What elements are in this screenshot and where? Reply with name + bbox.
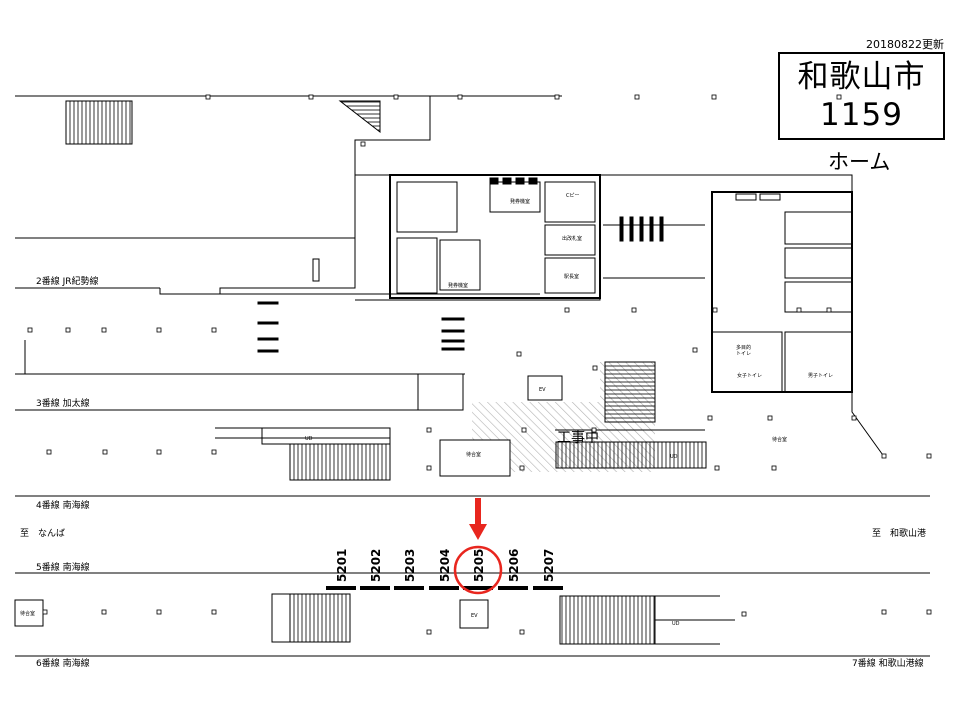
room-labels: 発券機室 発券機室 Cピー 出改札室 駅長室 多目的トイレ 女子トイレ 男子トイ…	[20, 193, 833, 627]
direction-right: 至 和歌山港	[872, 527, 926, 539]
ad-spot-label-5203: 5203	[403, 549, 417, 582]
ad-spot-5201[interactable]: 5201	[326, 549, 356, 590]
room-women-toilet: 女子トイレ	[737, 372, 762, 379]
room-gate: 出改札室	[562, 235, 582, 242]
toilet-building	[600, 174, 886, 459]
direction-labels: 至 なんば 至 和歌山港	[20, 527, 926, 539]
ad-spot-5205[interactable]: 5205	[463, 549, 493, 590]
track-label-2: 2番線 JR紀勢線	[36, 275, 99, 287]
upper-platform-structure	[15, 95, 562, 411]
room-ticket-office: 発券機室	[510, 198, 530, 205]
room-ud-2: UD	[670, 454, 678, 460]
room-waiting-2: 待合室	[20, 610, 35, 617]
ad-spot-5206[interactable]: 5206	[498, 549, 528, 590]
room-station-office: 駅長室	[564, 273, 579, 280]
station-code: 1159	[820, 97, 903, 133]
construction-label: 工事中	[557, 430, 599, 446]
ad-spot-5202[interactable]: 5202	[360, 549, 390, 590]
direction-left: 至 なんば	[20, 528, 65, 539]
lower-platforms	[14, 495, 930, 657]
track-label-4: 4番線 南海線	[36, 499, 90, 511]
station-building	[355, 174, 705, 301]
ad-spot-label-5204: 5204	[438, 549, 452, 582]
track-label-5: 5番線 南海線	[36, 561, 90, 573]
floor-label: ホーム	[828, 150, 891, 174]
room-men-toilet: 男子トイレ	[808, 372, 833, 379]
ad-spot-5203[interactable]: 5203	[394, 549, 424, 590]
room-waiting-1: 待合室	[466, 451, 481, 458]
ad-spot-5207[interactable]: 5207	[533, 549, 563, 590]
room-ev-2: EV	[471, 613, 478, 619]
room-ud-3: UD	[672, 621, 680, 627]
room-ticket-office-2: 発券機室	[448, 282, 468, 289]
ad-spots[interactable]: 5201 5202 5203 5204 5205 5206 5207	[326, 549, 563, 590]
room-ev-1: EV	[539, 387, 546, 393]
ad-spot-label-5202: 5202	[369, 549, 383, 582]
room-copy: Cピー	[566, 193, 580, 199]
highlight-arrow-head	[469, 524, 487, 540]
room-waiting-3: 待合室	[772, 436, 787, 443]
highlight-arrow-shaft	[475, 498, 481, 526]
ad-spot-label-5201: 5201	[335, 549, 349, 582]
ad-spot-label-5207: 5207	[542, 549, 556, 582]
ad-spot-label-5206: 5206	[507, 549, 521, 582]
room-multipurpose-toilet: 多目的トイレ	[736, 344, 751, 357]
update-date: 20180822更新	[866, 38, 944, 51]
track-labels: 2番線 JR紀勢線 3番線 加太線 4番線 南海線 5番線 南海線 6番線 南海…	[36, 275, 924, 669]
track-label-7: 7番線 和歌山港線	[852, 657, 924, 669]
construction-area	[439, 361, 707, 477]
highlight-circle	[453, 545, 503, 595]
track-label-3: 3番線 加太線	[36, 397, 90, 409]
ad-spot-5204[interactable]: 5204	[429, 549, 459, 590]
ad-spot-label-5205: 5205	[472, 549, 486, 582]
station-name: 和歌山市	[797, 59, 926, 95]
highlight-marker	[453, 498, 503, 595]
track-label-6: 6番線 南海線	[36, 657, 90, 669]
room-ud-1: UD	[305, 436, 313, 442]
pillar-markers	[27, 94, 932, 635]
station-info-box: 和歌山市 1159	[778, 52, 945, 140]
platform-4-structure	[215, 427, 705, 481]
